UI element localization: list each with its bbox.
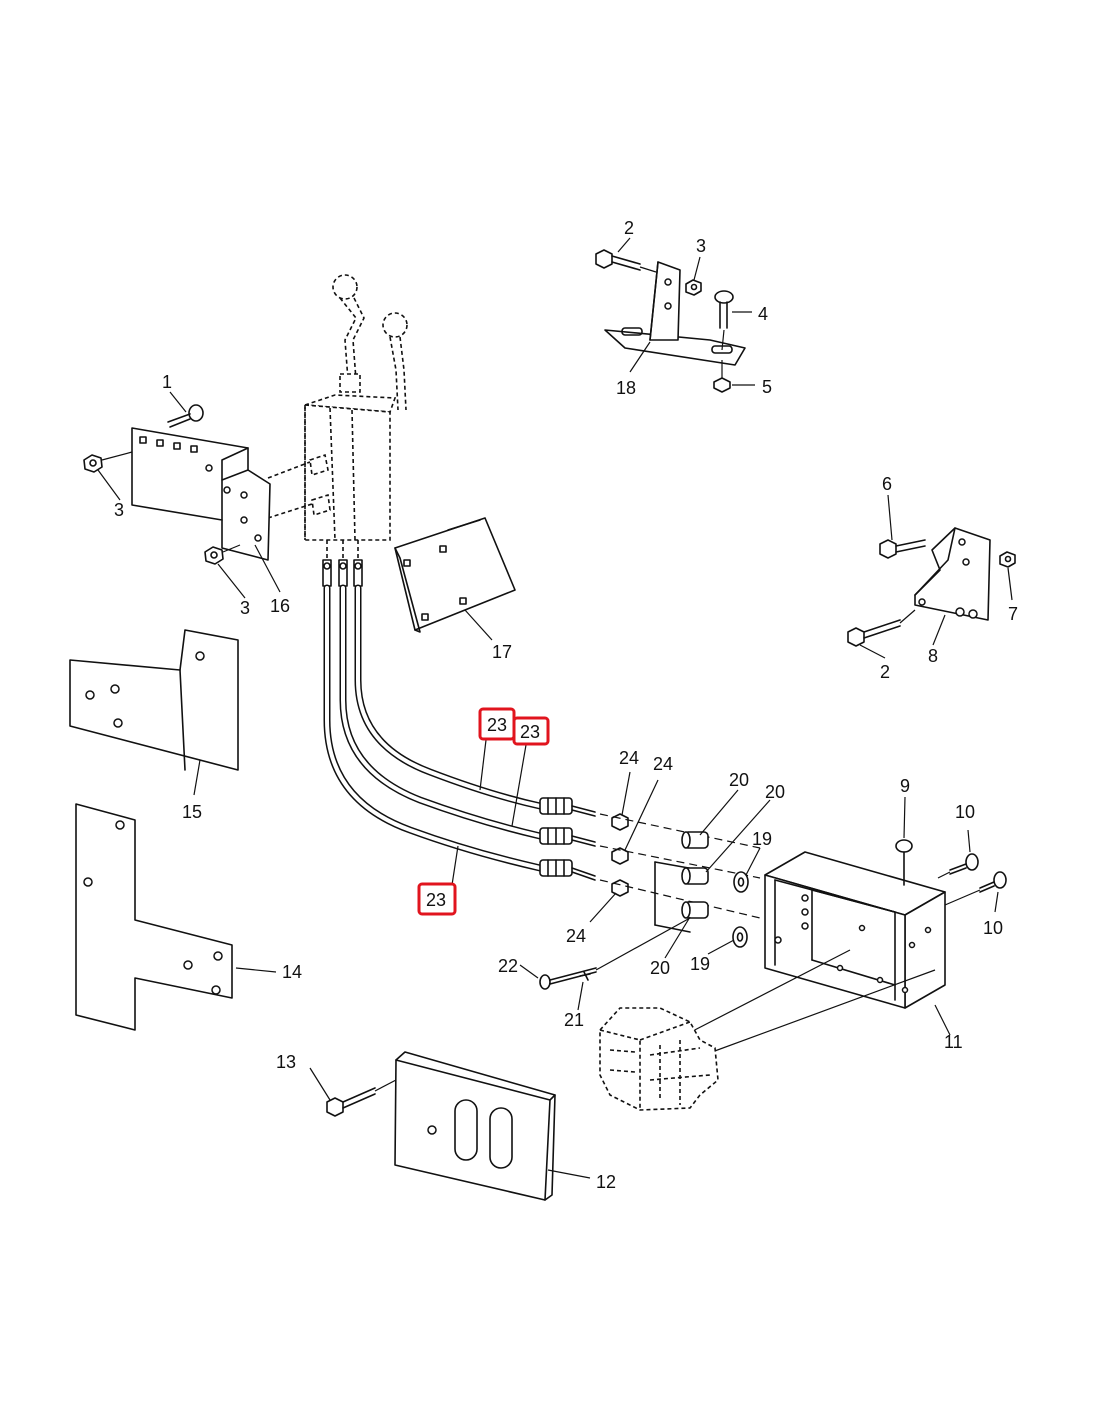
callout-16: 16 <box>270 596 290 616</box>
spacer-20-b <box>681 867 709 885</box>
spacer-20-c <box>681 901 709 919</box>
bolt-2-right <box>847 609 916 647</box>
nut-24-b <box>611 847 629 865</box>
callout-13: 13 <box>276 1052 296 1072</box>
callout-14: 14 <box>282 962 302 982</box>
plate-15 <box>69 629 239 771</box>
bolt-2-top <box>595 249 657 273</box>
callout-4: 4 <box>758 304 768 324</box>
callout-20-b: 20 <box>765 782 785 802</box>
cable-fitting-middle <box>539 827 596 847</box>
callout-7: 7 <box>1008 604 1018 624</box>
callout-23-b: 23 <box>520 722 540 742</box>
highlight-box-23-c <box>417 882 457 916</box>
cover-12 <box>326 1051 556 1201</box>
bolt-13 <box>326 1079 397 1117</box>
bolt-4 <box>714 290 734 351</box>
control-cables <box>323 584 761 919</box>
callout-1: 1 <box>162 372 172 392</box>
callout-24-c: 24 <box>566 926 586 946</box>
callout-11: 11 <box>944 1032 963 1052</box>
callout-3-top: 3 <box>696 236 706 256</box>
callout-15: 15 <box>182 802 202 822</box>
pin-22 <box>539 917 691 990</box>
callout-23-a: 23 <box>487 715 507 735</box>
callout-labels: 1 2 3 4 5 18 3 3 16 6 7 8 2 17 15 14 23 … <box>114 218 1018 1192</box>
bracket-16 <box>83 404 271 565</box>
callout-20-a: 20 <box>729 770 749 790</box>
callout-2-top: 2 <box>624 218 634 238</box>
callout-18: 18 <box>616 378 636 398</box>
callout-10-b: 10 <box>983 918 1003 938</box>
bolt-6 <box>879 539 926 559</box>
bracket-18 <box>595 249 746 393</box>
callout-3-bottom: 3 <box>240 598 250 618</box>
nut-5 <box>713 360 731 393</box>
highlight-box-23-b <box>512 716 550 746</box>
bracket-8 <box>847 527 1016 647</box>
callout-22: 22 <box>498 956 518 976</box>
bolt-10-b <box>944 871 1007 906</box>
nut-3-bottom <box>204 544 241 565</box>
callout-8: 8 <box>928 646 938 666</box>
cable-fitting-upper <box>539 797 596 817</box>
clip-21 <box>579 971 591 981</box>
callout-9: 9 <box>900 776 910 796</box>
washer-19-b <box>732 926 748 948</box>
callout-20-c: 20 <box>650 958 670 978</box>
callout-19-a: 19 <box>752 829 772 849</box>
hydraulic-valve <box>599 1007 719 1111</box>
callout-12: 12 <box>596 1172 616 1192</box>
cable-mount-bracket <box>539 831 749 990</box>
nut-3-left <box>83 451 133 473</box>
callout-23-c: 23 <box>426 890 446 910</box>
control-lever-assembly <box>267 274 408 587</box>
callout-5: 5 <box>762 377 772 397</box>
plate-14 <box>75 803 233 1031</box>
callout-24-b: 24 <box>653 754 673 774</box>
cable-fitting-lower <box>539 859 596 881</box>
plate-17 <box>394 517 516 633</box>
nut-7 <box>999 551 1016 568</box>
bolt-10-a <box>937 853 979 879</box>
washer-19-a <box>733 871 749 893</box>
callout-24-a: 24 <box>619 748 639 768</box>
leader-lines <box>97 237 1013 1179</box>
spacer-20-a <box>681 831 709 849</box>
callout-10-a: 10 <box>955 802 975 822</box>
callout-2-right: 2 <box>880 662 890 682</box>
bolt-1 <box>167 404 204 428</box>
callout-3-left: 3 <box>114 500 124 520</box>
callout-19-b: 19 <box>690 954 710 974</box>
valve-housing <box>684 839 1007 1053</box>
nut-24-a <box>611 813 629 831</box>
callout-17: 17 <box>492 642 512 662</box>
callout-6: 6 <box>882 474 892 494</box>
nut-3-top <box>685 279 702 296</box>
nut-24-c <box>611 879 629 897</box>
callout-21: 21 <box>564 1010 584 1030</box>
